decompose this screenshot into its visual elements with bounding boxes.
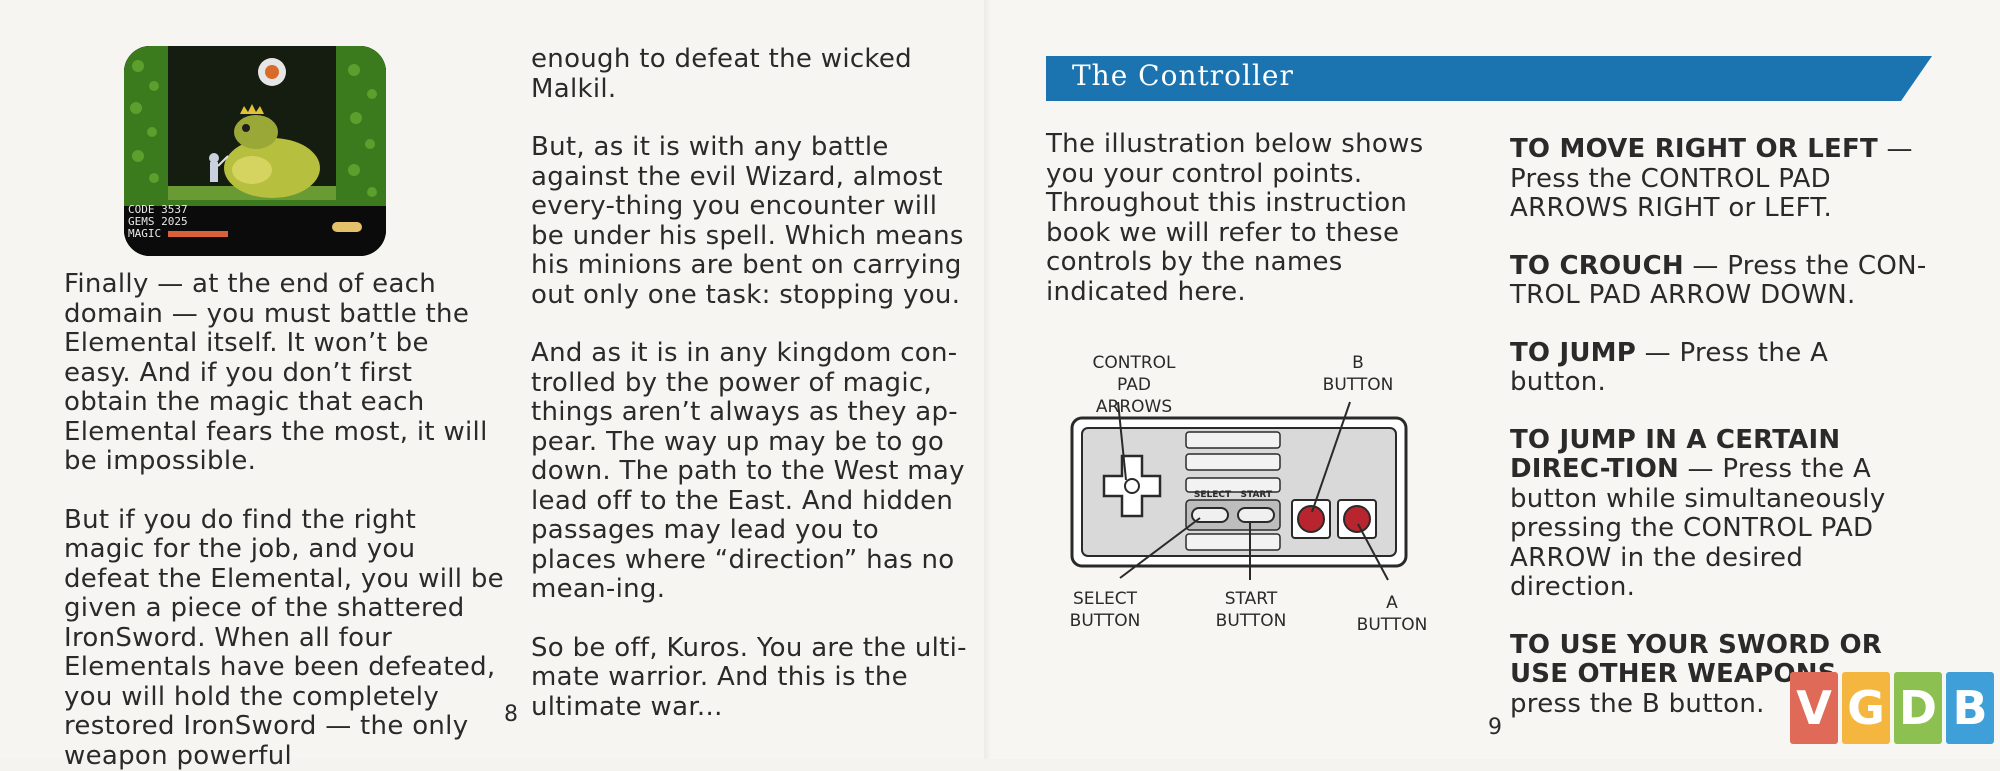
paragraph: But if you do find the right magic for t… bbox=[64, 506, 504, 771]
logo-letter: G bbox=[1842, 672, 1890, 744]
instruction-heading: TO MOVE RIGHT OR LEFT bbox=[1510, 134, 1878, 164]
paragraph: And as it is in any kingdom con-trolled … bbox=[531, 339, 971, 605]
page-number-left: 8 bbox=[504, 702, 518, 727]
page-number-right: 9 bbox=[1488, 715, 1502, 740]
label-line: BUTTON bbox=[1060, 610, 1150, 632]
section-title: The Controller bbox=[1072, 59, 1294, 92]
instruction-heading: TO JUMP bbox=[1510, 338, 1636, 368]
left-column-1: Finally — at the end of each domain — yo… bbox=[64, 270, 504, 771]
instruction-item: TO JUMP IN A CERTAIN DIREC-TION — Press … bbox=[1510, 426, 1930, 603]
label-line: BUTTON bbox=[1318, 374, 1398, 396]
label-line: B bbox=[1318, 352, 1398, 374]
logo-letter: D bbox=[1894, 672, 1942, 744]
paragraph: But, as it is with any battle against th… bbox=[531, 133, 971, 310]
label-line: ARROWS bbox=[1074, 396, 1194, 418]
intro-paragraph: The illustration below shows you your co… bbox=[1046, 130, 1466, 307]
label-line: BUTTON bbox=[1206, 610, 1296, 632]
vgdb-watermark-logo: V G D B bbox=[1790, 672, 1994, 744]
instructions-column: TO MOVE RIGHT OR LEFT — Press the CONTRO… bbox=[1510, 135, 1930, 719]
label-line: CONTROL PAD bbox=[1074, 352, 1194, 396]
label-line: A bbox=[1352, 592, 1432, 614]
control-pad-label: CONTROL PAD ARROWS bbox=[1074, 352, 1194, 418]
instruction-item: TO JUMP — Press the A button. bbox=[1510, 339, 1930, 398]
paragraph: So be off, Kuros. You are the ulti-mate … bbox=[531, 634, 971, 723]
left-page: CODE 3537 GEMS 2025 MAGIC Finally — at t… bbox=[0, 0, 990, 759]
b-button-label: B BUTTON bbox=[1318, 352, 1398, 396]
label-line: BUTTON bbox=[1352, 614, 1432, 636]
game-hud: CODE 3537 GEMS 2025 MAGIC bbox=[128, 204, 228, 240]
a-button-label: A BUTTON bbox=[1352, 592, 1432, 636]
label-line: START bbox=[1206, 588, 1296, 610]
left-column-2: enough to defeat the wicked Malkil. But,… bbox=[531, 45, 971, 722]
paragraph: enough to defeat the wicked Malkil. bbox=[531, 45, 971, 104]
intro-column: The illustration below shows you your co… bbox=[1046, 130, 1466, 307]
hud-label-3: MAGIC bbox=[128, 227, 161, 240]
label-line: SELECT bbox=[1060, 588, 1150, 610]
section-banner: The Controller bbox=[1046, 56, 1932, 101]
magic-bar bbox=[168, 231, 228, 237]
select-small-label: SELECT bbox=[1194, 490, 1231, 500]
controller-diagram: CONTROL PAD ARROWS B BUTTON SELECT START… bbox=[1060, 340, 1440, 640]
instruction-heading: TO CROUCH bbox=[1510, 251, 1684, 281]
instruction-item: TO CROUCH — Press the CON-TROL PAD ARROW… bbox=[1510, 252, 1930, 311]
logo-letter: V bbox=[1790, 672, 1838, 744]
logo-letter: B bbox=[1946, 672, 1994, 744]
game-screenshot: CODE 3537 GEMS 2025 MAGIC bbox=[124, 46, 386, 256]
start-small-label: START bbox=[1241, 490, 1273, 500]
start-button-label: START BUTTON bbox=[1206, 588, 1296, 632]
select-start-small-labels: SELECT START bbox=[1186, 490, 1280, 500]
select-button-label: SELECT BUTTON bbox=[1060, 588, 1150, 632]
key-icon bbox=[332, 222, 362, 232]
paragraph: Finally — at the end of each domain — yo… bbox=[64, 270, 504, 477]
instruction-item: TO MOVE RIGHT OR LEFT — Press the CONTRO… bbox=[1510, 135, 1930, 224]
